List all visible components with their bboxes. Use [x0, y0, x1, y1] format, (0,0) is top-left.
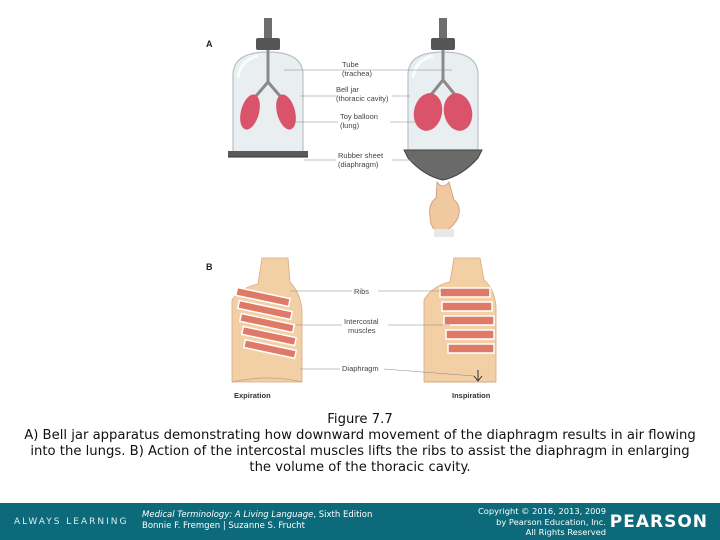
footer-bar: ALWAYS LEARNING Medical Terminology: A L… [0, 503, 720, 540]
label-muscles: muscles [348, 326, 376, 335]
label-toy-balloon: Toy balloon [340, 112, 378, 121]
labels-panel-b: Ribs Intercostal muscles Diaphragm [290, 287, 475, 377]
footer-copyright-line-2: by Pearson Education, Inc. [496, 516, 606, 527]
figure-caption-text: A) Bell jar apparatus demonstrating how … [24, 428, 696, 475]
bell-jar-left [228, 18, 308, 158]
label-lung: (lung) [340, 121, 360, 130]
footer-copyright-line-1: Copyright © 2016, 2013, 2009 [477, 506, 606, 516]
label-ribs: Ribs [354, 287, 369, 296]
footer-book-info: Medical Terminology: A Living Language, … [142, 510, 372, 532]
footer-copyright-line-3: All Rights Reserved [525, 527, 606, 537]
pearson-logo: PEARSON [609, 512, 708, 532]
footer-copyright: Copyright © 2016, 2013, 2009 by Pearson … [406, 506, 606, 538]
label-thoracic-cavity: (thoracic cavity) [336, 94, 389, 103]
footer-tagline: ALWAYS LEARNING [14, 517, 129, 527]
bell-jar-right [403, 18, 483, 237]
label-expiration: Expiration [234, 391, 271, 400]
label-inspiration: Inspiration [452, 391, 491, 400]
label-diaphragm-a: (diaphragm) [338, 160, 379, 169]
footer-book-edition: , Sixth Edition [313, 510, 373, 520]
footer-book-title: Medical Terminology: A Living Language [142, 510, 314, 520]
figure-title: Figure 7.7 [327, 412, 393, 427]
panel-b-label: B [206, 262, 213, 272]
label-trachea: (trachea) [342, 69, 373, 78]
figure-illustration: A Tube (trachea) Bell jar (thoracic [206, 18, 497, 400]
footer-authors: Bonnie F. Fremgen | Suzanne S. Frucht [142, 521, 305, 531]
figure-caption: Figure 7.7 A) Bell jar apparatus demonst… [20, 412, 700, 476]
label-bell-jar: Bell jar [336, 85, 359, 94]
torso-right [423, 257, 497, 383]
label-rubber-sheet: Rubber sheet [338, 151, 384, 160]
label-diaphragm-b: Diaphragm [342, 364, 379, 373]
panel-a-label: A [206, 39, 213, 49]
torso-left [231, 257, 303, 383]
label-tube: Tube [342, 60, 359, 69]
labels-panel-a: Tube (trachea) Bell jar (thoracic cavity… [284, 60, 452, 169]
label-intercostal: Intercostal [344, 317, 379, 326]
